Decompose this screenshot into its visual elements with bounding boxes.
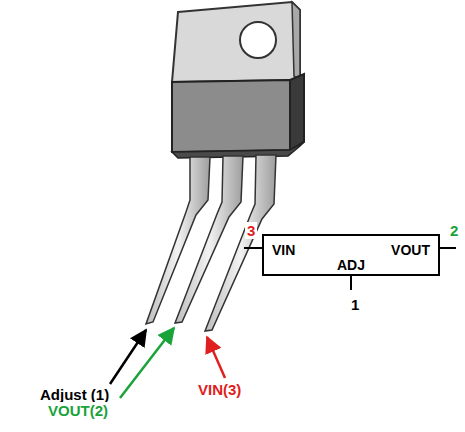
pin-lead	[440, 247, 456, 249]
output-pin	[175, 156, 243, 323]
pin-name: VIN	[272, 243, 295, 257]
tab-edge	[292, 2, 300, 80]
pin-name: VOUT	[391, 243, 430, 257]
pin-label: Adjust (1)	[38, 386, 111, 403]
adjust-pointer	[110, 330, 146, 384]
pin-label: VOUT(2)	[46, 402, 110, 419]
pin-number: 3	[245, 222, 257, 239]
body-side	[290, 74, 304, 150]
pin-label: VIN(3)	[196, 381, 243, 398]
plastic-body	[172, 80, 290, 152]
metal-tab	[172, 2, 300, 82]
regulator-symbol-box: VIN VOUT ADJ	[262, 234, 440, 276]
pin-lead	[244, 247, 262, 249]
pin-name: ADJ	[337, 258, 365, 272]
pin-number: 2	[448, 222, 460, 239]
mounting-hole	[240, 22, 276, 58]
pin-lead	[350, 276, 352, 290]
input-pointer	[207, 337, 225, 378]
output-pointer	[120, 328, 174, 398]
adjust-pin	[146, 157, 210, 324]
pin-number: 1	[349, 296, 361, 313]
